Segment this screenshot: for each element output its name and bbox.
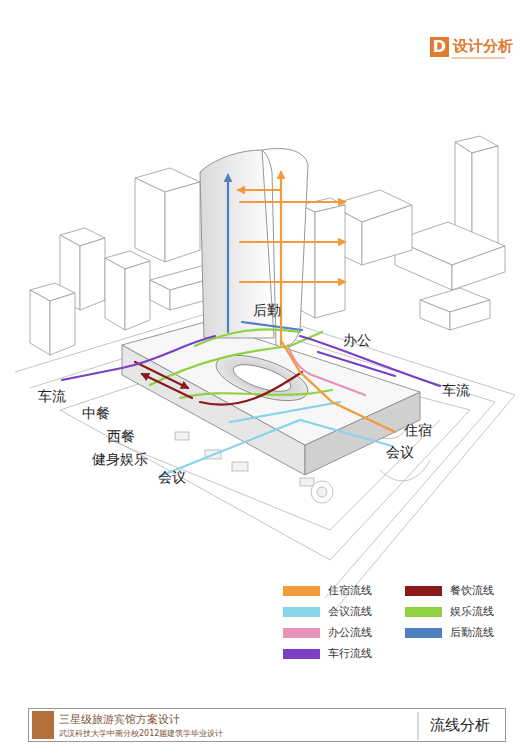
legend-swatch <box>283 607 320 617</box>
flow-lines <box>200 372 302 405</box>
site-roads <box>15 305 515 610</box>
podium <box>211 346 313 410</box>
plaza-details <box>232 462 248 471</box>
flow-lines <box>238 189 281 191</box>
neighbour-buildings <box>125 261 150 330</box>
legend-text: 办公流线 <box>328 626 372 640</box>
site-roads <box>60 350 470 560</box>
legend-swatch <box>405 586 442 596</box>
area-label: 住宿 <box>404 422 432 440</box>
legend-text: 会议流线 <box>328 605 372 619</box>
legend-swatch <box>283 628 320 638</box>
area-label: 车流 <box>38 388 66 406</box>
neighbour-buildings <box>450 300 490 330</box>
neighbour-buildings <box>30 136 505 355</box>
area-label: 后勤 <box>253 302 281 320</box>
flow-lines <box>240 281 345 283</box>
podium <box>122 322 420 475</box>
neighbour-buildings <box>50 293 75 355</box>
frame-decoration <box>32 58 505 740</box>
area-label: 西餐 <box>107 428 135 446</box>
site-roads <box>30 322 495 598</box>
legend-text: 住宿流线 <box>328 584 372 598</box>
flow-lines <box>230 402 340 422</box>
flow-lines <box>227 175 229 332</box>
neighbour-buildings <box>315 205 345 318</box>
flow-lines <box>62 172 440 476</box>
neighbour-buildings <box>150 280 170 310</box>
area-label: 办公 <box>343 332 371 350</box>
logo-box: D <box>430 37 449 57</box>
legend-swatch <box>405 628 442 638</box>
legend-swatch <box>283 649 320 659</box>
frame-decoration <box>452 58 505 59</box>
legend-text: 娱乐流线 <box>450 605 494 619</box>
area-label: 车流 <box>442 382 470 400</box>
area-label: 会议 <box>386 444 414 462</box>
neighbour-buildings <box>420 300 450 330</box>
flow-lines <box>160 420 392 476</box>
neighbour-buildings <box>362 205 412 265</box>
neighbour-buildings <box>165 182 200 262</box>
node-text: 三星级旅游宾馆方案设计 <box>59 712 180 727</box>
flow-lines <box>62 336 215 380</box>
site-roads <box>15 305 515 610</box>
neighbour-buildings <box>80 238 105 310</box>
plaza-details <box>317 487 327 497</box>
legend-swatch <box>283 586 320 596</box>
flow-lines <box>280 172 282 345</box>
site-roads <box>380 460 430 481</box>
podium <box>122 322 420 445</box>
node-text: D <box>430 37 449 57</box>
page-title: 设计分析 <box>453 37 513 56</box>
legend-text: 车行流线 <box>328 647 372 661</box>
flow-lines <box>240 241 345 243</box>
flow-lines <box>240 201 345 203</box>
plaza-details <box>175 432 189 440</box>
frame-decoration <box>32 711 54 739</box>
neighbour-buildings <box>135 178 165 262</box>
flow-lines <box>318 352 395 376</box>
flow-lines <box>282 342 395 432</box>
neighbour-buildings <box>105 258 125 330</box>
legend-text: 餐饮流线 <box>450 584 494 598</box>
neighbour-buildings <box>30 290 50 355</box>
legend-swatch <box>405 607 442 617</box>
area-label: 中餐 <box>82 405 110 423</box>
frame-decoration <box>418 712 419 740</box>
area-label: 会议 <box>158 469 186 487</box>
flow-lines <box>242 322 302 330</box>
hotel-tower <box>200 149 308 347</box>
node-text: 武汉科技大学中南分校2012届建筑学毕业设计 <box>59 728 223 740</box>
area-label: 健身娱乐 <box>92 451 148 469</box>
sheet-caption: 流线分析 <box>430 716 490 735</box>
podium <box>230 359 293 397</box>
flow-lines <box>142 374 192 398</box>
plaza-details <box>300 478 314 486</box>
plaza-details <box>311 481 333 503</box>
legend-text: 后勤流线 <box>450 626 494 640</box>
neighbour-buildings <box>452 246 505 290</box>
